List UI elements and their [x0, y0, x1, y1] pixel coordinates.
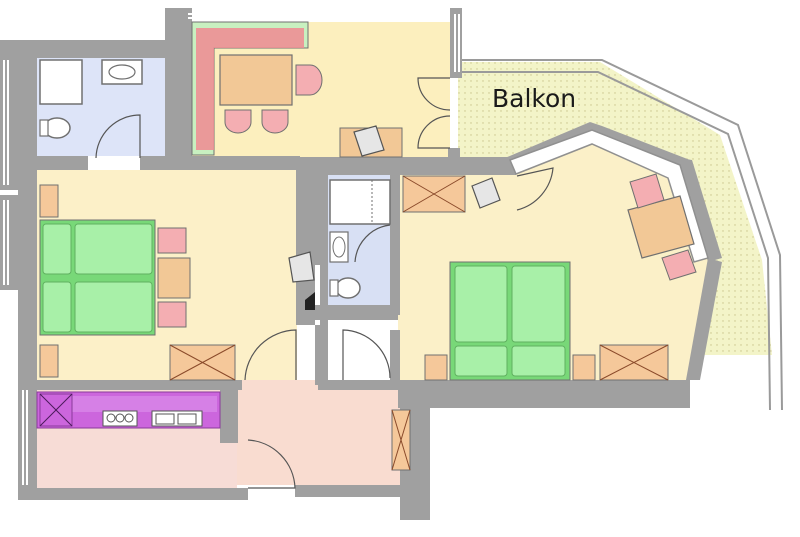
- balcony-railing-inner: [458, 71, 771, 411]
- balcony: [458, 59, 783, 411]
- dining-area: [191, 21, 451, 158]
- bed-mattress-right: [511, 265, 566, 343]
- shower-tray: [39, 59, 83, 105]
- wc-shower: [329, 179, 391, 225]
- hall-cabinet: [391, 409, 411, 471]
- bed-mattress-left: [454, 265, 508, 343]
- kitchen-counter-top: [72, 396, 217, 412]
- tv-cabinet: [169, 344, 236, 381]
- wc-washbasin-bowl: [332, 236, 346, 258]
- nightstand-bottom: [157, 301, 187, 328]
- corner-bench-seat: [196, 28, 304, 150]
- bay-chair-bottom: [661, 249, 697, 281]
- bed-pillow-left: [454, 345, 508, 377]
- toilet-tank: [39, 119, 49, 137]
- bay-bench: [508, 129, 709, 263]
- bathroom-door-swing: [95, 114, 141, 159]
- nightstand-top: [157, 227, 187, 254]
- kitchen-cabinet: [39, 393, 73, 427]
- armchair-icon: [288, 251, 315, 283]
- wardrobe-top: [402, 175, 466, 213]
- sink-icon: [151, 410, 203, 427]
- wardrobe-bottom: [599, 344, 669, 381]
- bedroom: [342, 129, 709, 381]
- windows: [3, 13, 460, 485]
- wc-door-swing: [354, 224, 391, 263]
- wc: [329, 179, 391, 299]
- hall-floor: [235, 380, 410, 485]
- wc-toilet-tank: [329, 279, 339, 297]
- wc-toilet: [335, 277, 361, 299]
- balcony-railing-outer: [458, 59, 783, 411]
- living-door-swing: [244, 329, 297, 381]
- bedroom-chair: [471, 177, 501, 209]
- bed-pillow-right: [511, 345, 566, 377]
- dining-table: [219, 54, 293, 106]
- bedroom-balcony-door-swing: [516, 167, 554, 211]
- balcony-door-swing-bottom: [417, 115, 451, 149]
- washbasin-bowl: [108, 64, 136, 80]
- bedroom-door-swing: [342, 329, 391, 380]
- hall: [247, 409, 411, 489]
- bedside-right: [572, 354, 596, 381]
- sofa-cushion-4: [74, 281, 153, 333]
- kitchen: [36, 391, 221, 429]
- bay-chair-top: [629, 173, 665, 209]
- sofa-cushion-2: [74, 223, 153, 275]
- dining-chair-bottom-1: [224, 109, 252, 134]
- bathroom: [39, 59, 143, 159]
- desk-chair: [353, 125, 385, 157]
- entrance-door-swing: [247, 439, 296, 489]
- sofa-cushion-3: [42, 281, 72, 333]
- side-table: [157, 257, 191, 299]
- radiator-marker: [305, 292, 315, 310]
- stove-icon: [102, 410, 138, 427]
- bedside-left: [424, 354, 448, 381]
- side-cabinet-top: [39, 184, 59, 218]
- side-cabinet-bottom: [39, 344, 59, 378]
- dining-chair-right: [295, 64, 323, 96]
- balcony-dots: [458, 62, 772, 380]
- dining-chair-bottom-2: [261, 109, 289, 134]
- walls: [0, 8, 722, 520]
- balcony-door-swing-top: [417, 77, 451, 111]
- sofa-cushion-1: [42, 223, 72, 275]
- balcony-label: Balkon: [492, 84, 576, 113]
- living-room: [39, 184, 315, 381]
